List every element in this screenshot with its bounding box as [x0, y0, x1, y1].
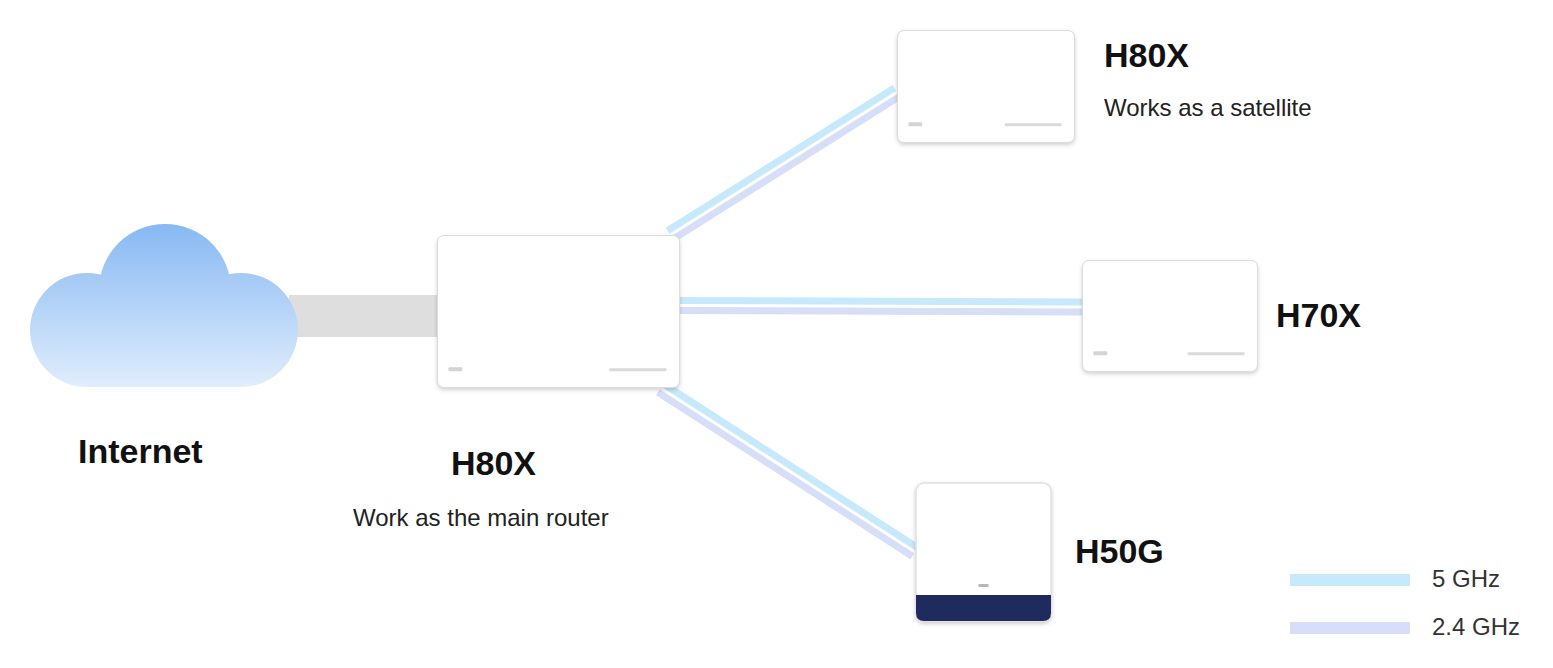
device-marking	[898, 31, 1074, 142]
legend-swatch	[1290, 622, 1410, 634]
model-name: H70X	[1276, 296, 1361, 335]
wireless-link	[668, 88, 900, 239]
wireless-link	[680, 300, 1082, 312]
legend-label: 5 GHz	[1432, 565, 1500, 593]
device-marking	[438, 236, 679, 387]
node-label: Internet	[78, 432, 203, 471]
role-note: Works as a satellite	[1104, 94, 1312, 122]
wireless-link	[658, 384, 918, 556]
internet-cloud: Internet	[25, 222, 300, 390]
device-marking	[1083, 261, 1257, 371]
legend-label: 2.4 GHz	[1432, 613, 1520, 641]
model-name: H50G	[1075, 532, 1164, 571]
satellite-device: H80XWorks as a satellite	[897, 30, 1075, 143]
cloud-outline	[25, 222, 300, 390]
satellite-device: H50G	[915, 482, 1052, 622]
satellite-device: H70X	[1082, 260, 1258, 372]
model-name: H80X	[451, 444, 536, 483]
tower-outline	[915, 482, 1052, 622]
legend-swatch	[1290, 574, 1410, 586]
model-name: H80X	[1104, 36, 1189, 75]
role-note: Work as the main router	[353, 504, 609, 532]
wired-link	[289, 316, 437, 317]
router-device: H80XWork as the main router	[437, 235, 680, 388]
